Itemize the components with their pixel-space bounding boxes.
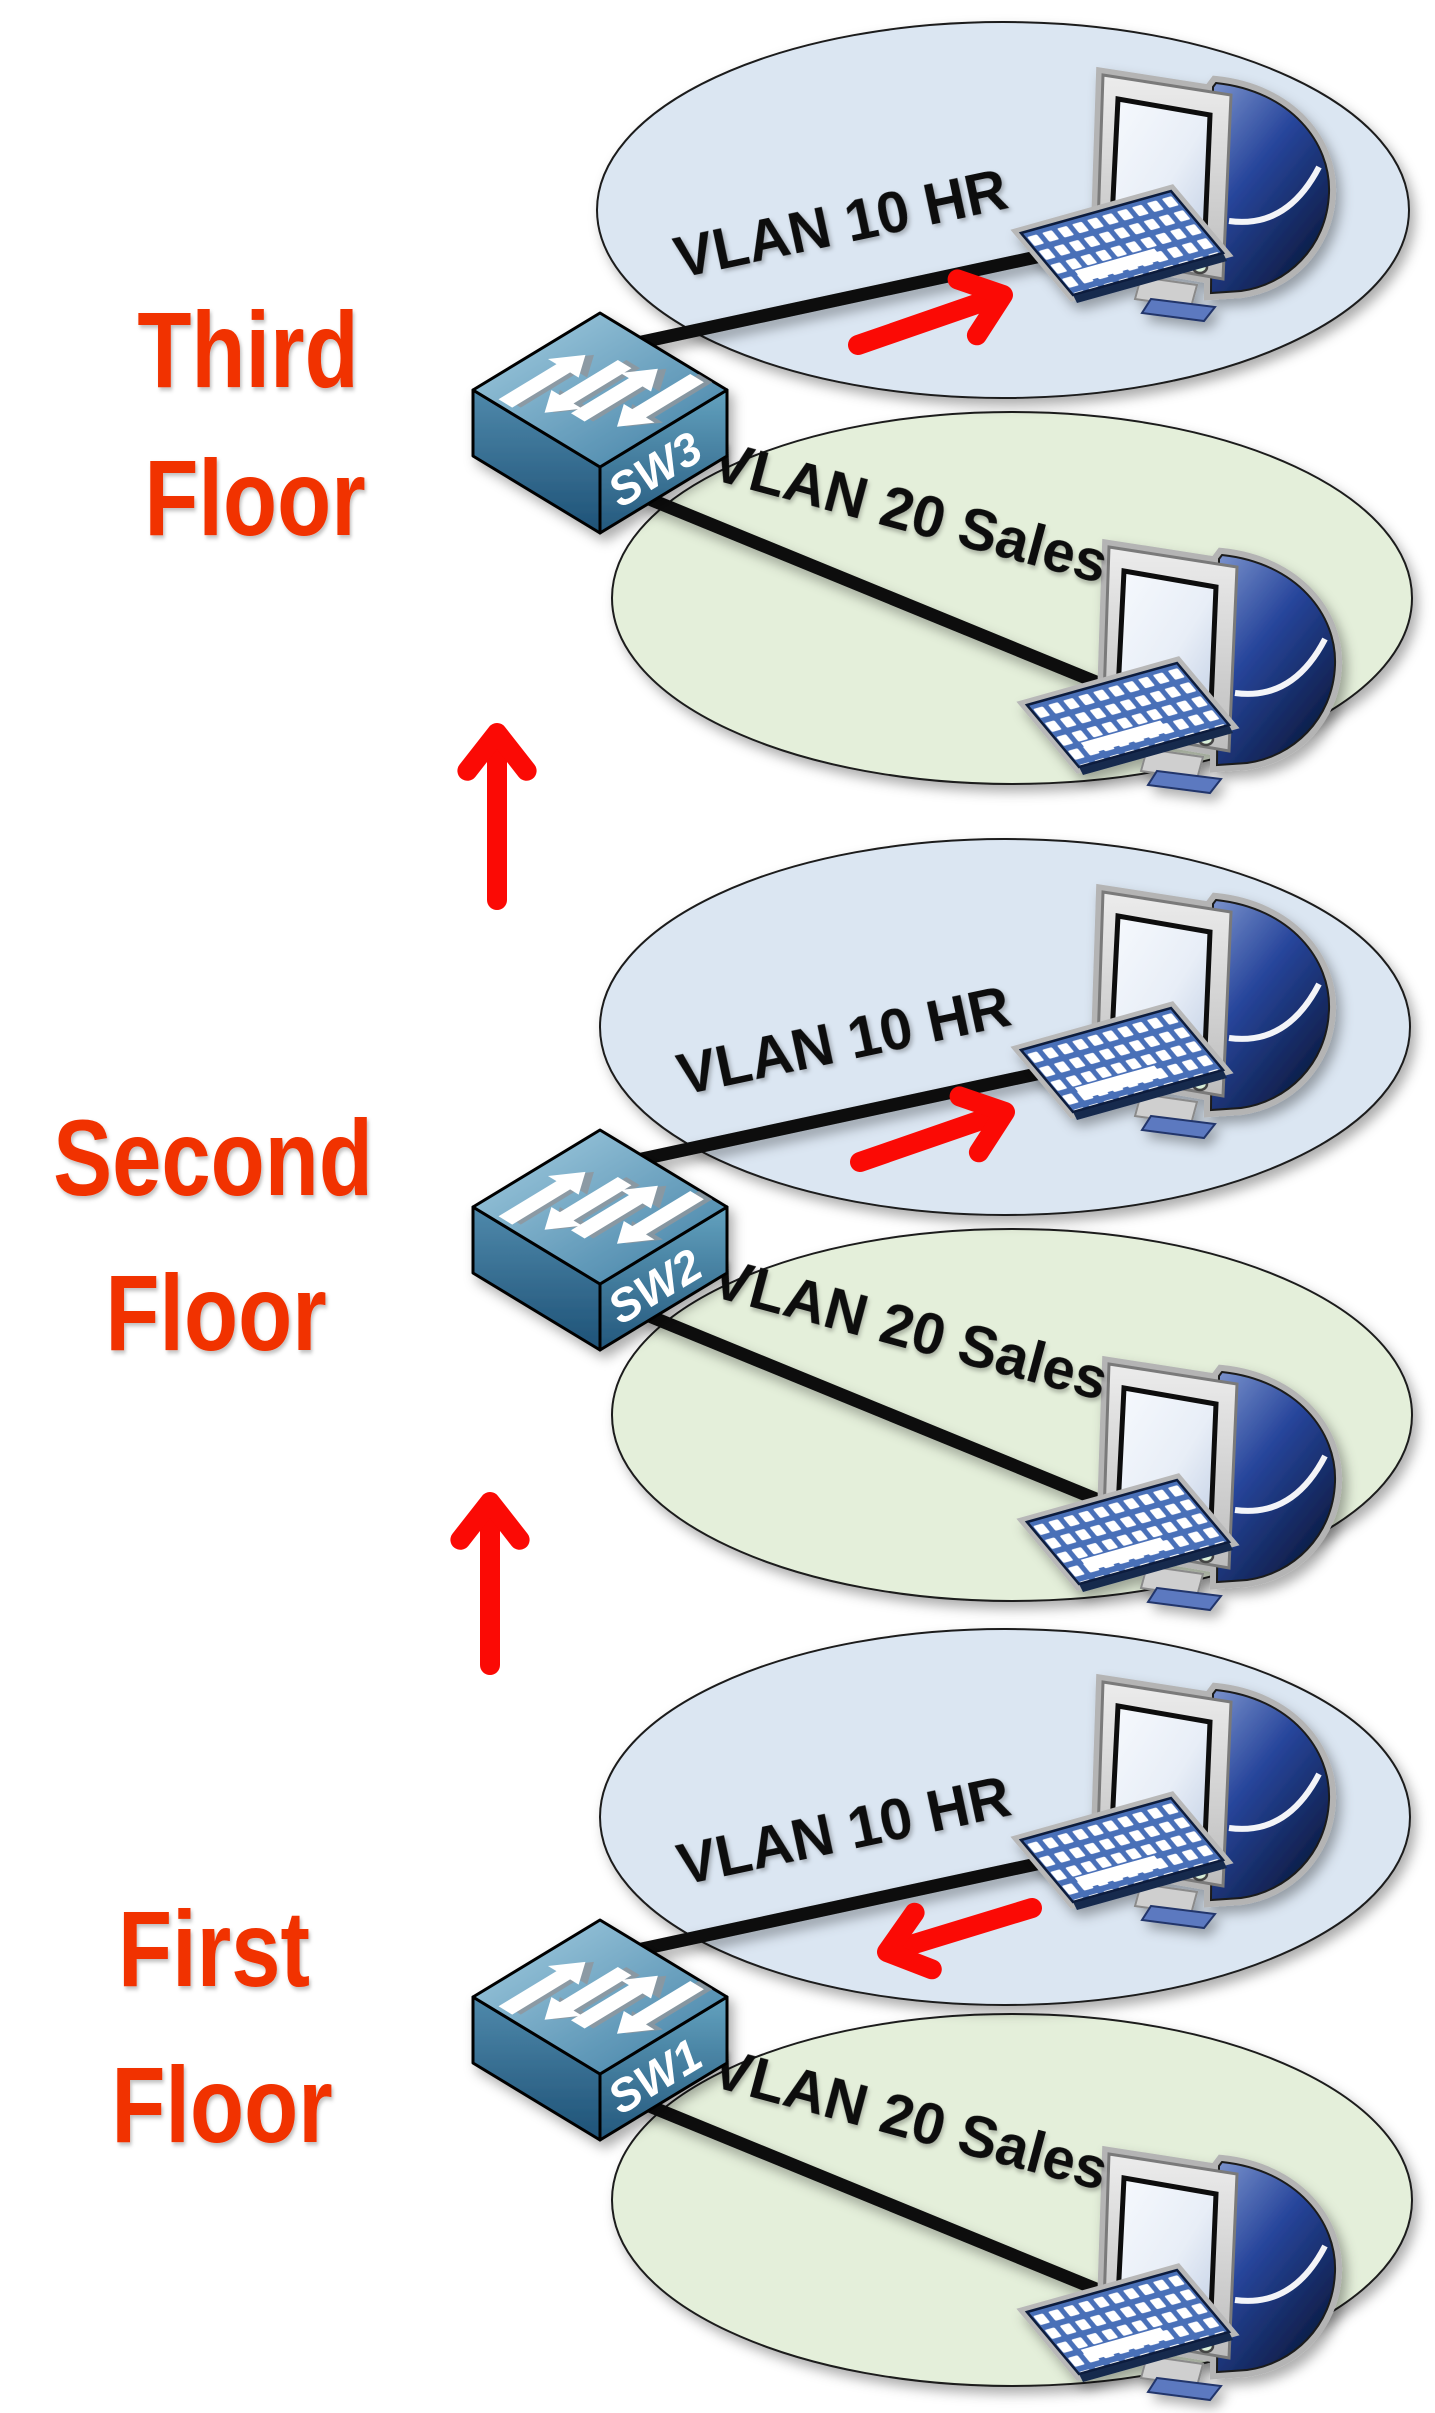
floor-label-line1: Second — [53, 1098, 373, 1218]
red-arrow-head — [949, 1086, 1015, 1163]
floor-label-line2: Floor — [144, 438, 365, 558]
red-arrow-head — [877, 1902, 942, 1980]
red-arrow-head — [457, 723, 537, 781]
traffic-arrow-floor3-vlan10 — [848, 269, 1013, 355]
red-arrow-shaft — [850, 1107, 1000, 1172]
link-sw1-vlan20-pc — [639, 2096, 1121, 2305]
uplink-arrow-sw3 — [457, 723, 537, 910]
floor-label-first: First Floor — [111, 1889, 332, 2165]
red-arrow-shaft — [848, 290, 998, 355]
uplink-arrow-sw2 — [450, 1492, 530, 1675]
floor-label-line1: Third — [137, 290, 358, 410]
link-sw2-vlan20-pc — [639, 1306, 1121, 1515]
floor-label-line2: Floor — [105, 1253, 326, 1373]
floor-label-line1: First — [118, 1889, 310, 2009]
red-arrow-head — [947, 269, 1013, 346]
traffic-arrow-floor1-vlan10 — [877, 1898, 1042, 1980]
red-arrow-head — [450, 1492, 530, 1550]
floor-label-second: Second Floor — [53, 1098, 373, 1373]
traffic-arrow-floor2-vlan10 — [850, 1086, 1015, 1172]
floor-label-third: Third Floor — [137, 290, 365, 558]
link-sw3-vlan20-pc — [639, 489, 1121, 698]
red-arrow-shaft — [891, 1898, 1042, 1958]
floor-label-line2: Floor — [111, 2045, 332, 2165]
